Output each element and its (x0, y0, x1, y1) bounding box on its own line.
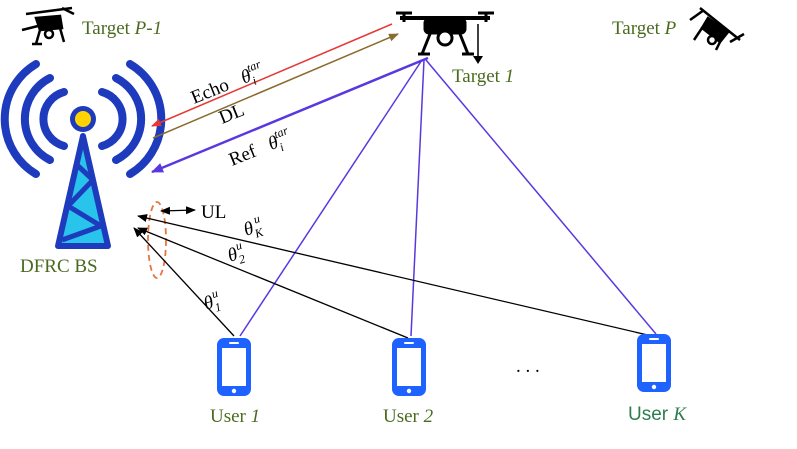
antenna-array-ring (147, 201, 167, 279)
ref-label: Ref θitar (225, 123, 296, 173)
ref-arrow (151, 56, 429, 174)
svg-text:User 2: User 2 (383, 406, 434, 427)
phone-icon-user-k (637, 334, 671, 392)
svg-text:Target P-1: Target P-1 (82, 18, 162, 39)
svg-text:User 1: User 1 (210, 406, 260, 427)
base-station-label: DFRC BS (20, 256, 98, 277)
echo-label: Echo θitar (187, 57, 269, 112)
uplink-user-1 (133, 227, 235, 337)
uplink-user-k (137, 214, 653, 337)
beam-to-user-k (425, 59, 657, 335)
dl-label: DL (216, 100, 247, 129)
dfrc-base-station-icon (0, 60, 166, 249)
beam-to-user-2 (410, 59, 425, 337)
svg-text:Target 1: Target 1 (452, 66, 514, 87)
target-1-label: Target 1 (452, 66, 514, 87)
svg-text:θ1u: θ1u (200, 286, 224, 318)
svg-text:θ2u: θ2u (224, 238, 248, 270)
target-p-label: Target P (612, 18, 677, 39)
drone-icon-target-p (689, 7, 745, 51)
user-k-label: User K (628, 404, 687, 425)
svg-text:θKu: θKu (240, 211, 266, 243)
users-ellipsis: . . . (516, 356, 540, 377)
svg-text:Target P: Target P (612, 18, 677, 39)
drone-icon-target-1 (396, 11, 494, 64)
user-2-label: User 2 (383, 406, 434, 427)
dl-arrow (152, 33, 399, 139)
svg-text:Ref θitar: Ref θitar (225, 123, 296, 173)
svg-text:DL: DL (216, 100, 247, 129)
phone-icon-user-1 (217, 338, 251, 396)
echo-arrow (151, 23, 393, 127)
phone-icon-user-2 (392, 338, 426, 396)
angle-label-user-1: θ1u (200, 286, 224, 318)
ul-arrow (160, 206, 196, 215)
target-p-minus-1-label: Target P-1 (82, 18, 162, 39)
svg-text:Echo θitar: Echo θitar (187, 57, 269, 112)
drone-icon-target-p-minus-1 (21, 6, 75, 46)
svg-text:User K: User K (628, 404, 687, 425)
beam-to-user-1 (239, 59, 423, 337)
angle-label-user-k: θKu (240, 211, 266, 243)
angle-label-user-2: θ2u (224, 238, 248, 270)
ul-label: UL (201, 202, 226, 223)
uplink-user-2 (137, 227, 409, 339)
user-1-label: User 1 (210, 406, 260, 427)
